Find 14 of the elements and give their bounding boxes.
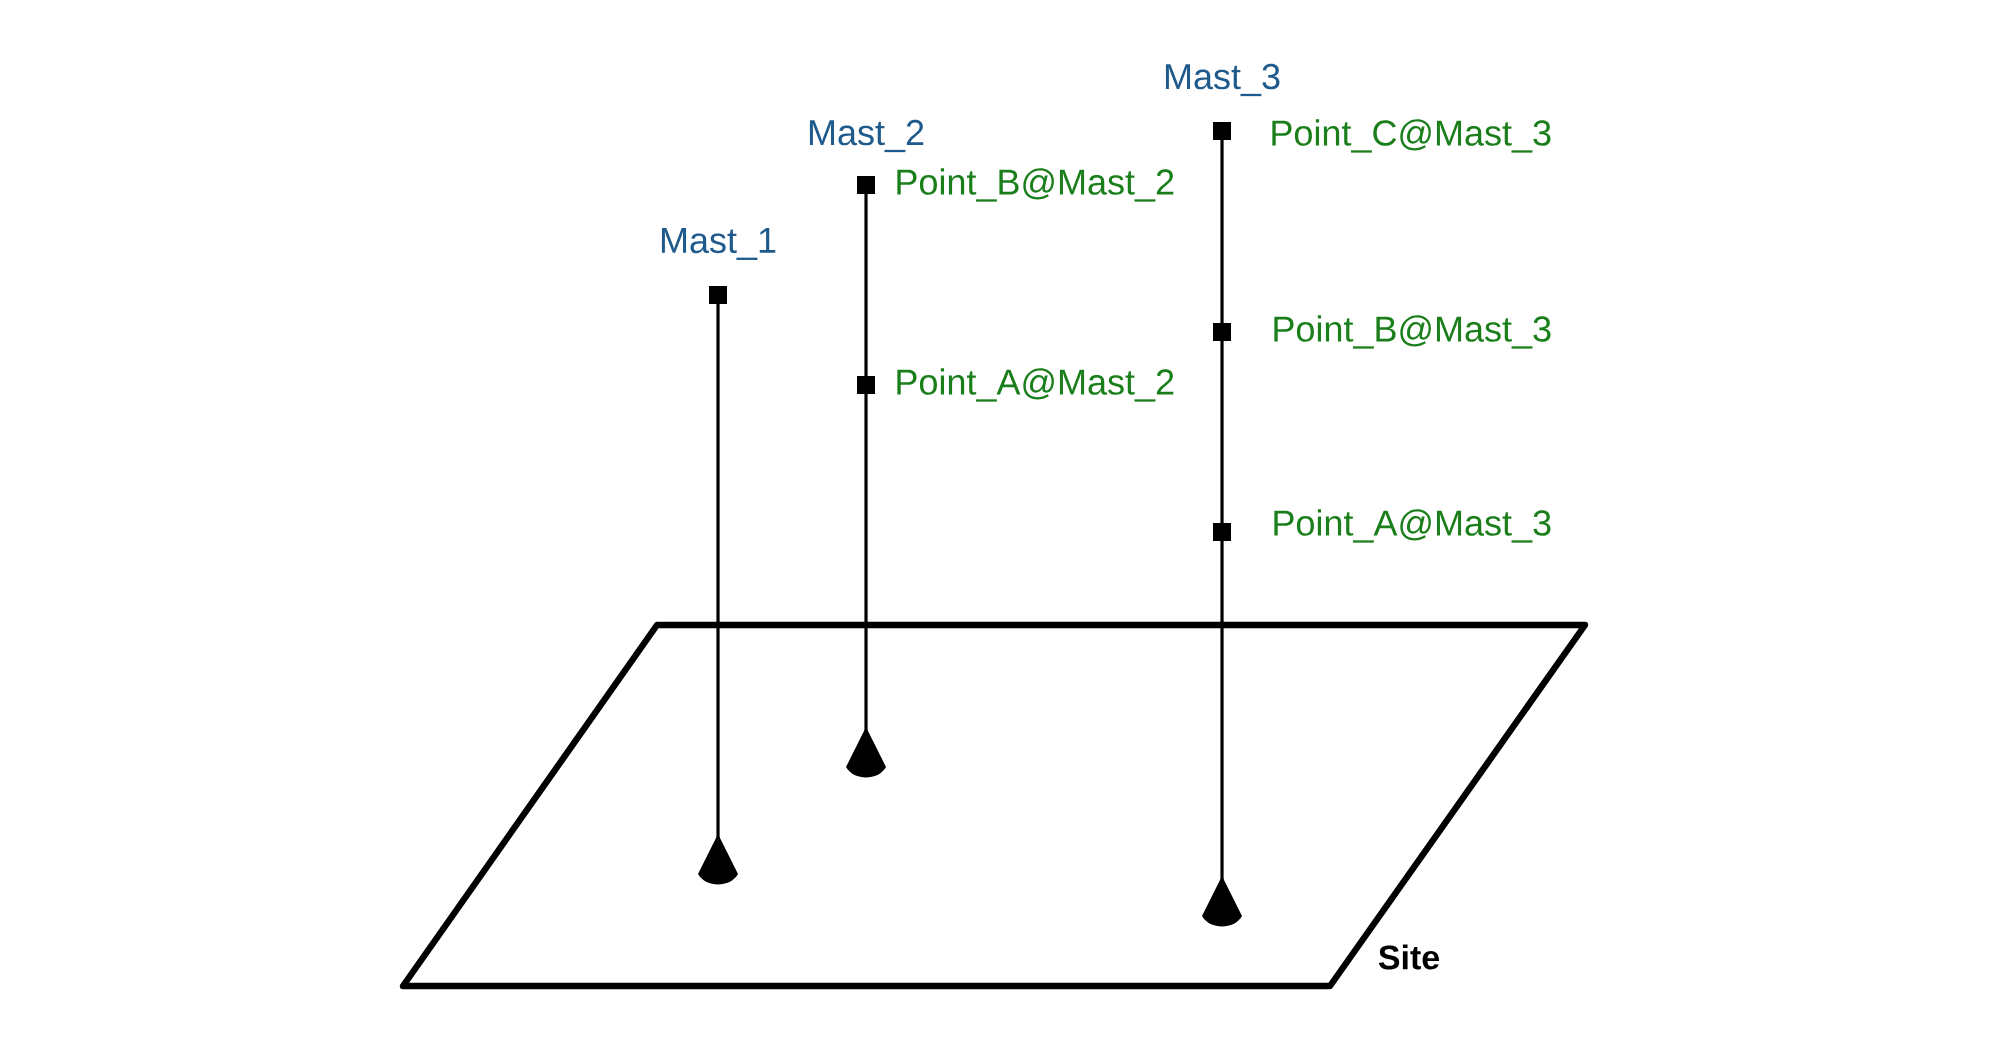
point-label: Point_A@Mast_3 bbox=[1274, 509, 1551, 543]
node-label: Mast_1 bbox=[661, 228, 776, 260]
node-label: Mast_3 bbox=[1165, 63, 1280, 97]
point-marker bbox=[1213, 323, 1231, 341]
point-label: Point_C@Mast_3 bbox=[1272, 119, 1551, 153]
point-label: Point_A@Mast_2 bbox=[897, 368, 1174, 402]
point-marker bbox=[1213, 523, 1231, 541]
point-marker bbox=[1213, 122, 1231, 140]
node-label: Mast_2 bbox=[809, 119, 924, 153]
point-label: Point_B@Mast_2 bbox=[897, 168, 1174, 202]
point-marker bbox=[857, 376, 875, 394]
point-label: Point_B@Mast_3 bbox=[1274, 315, 1551, 349]
site-plane: Site bbox=[399, 621, 1589, 990]
point-marker bbox=[857, 176, 875, 194]
